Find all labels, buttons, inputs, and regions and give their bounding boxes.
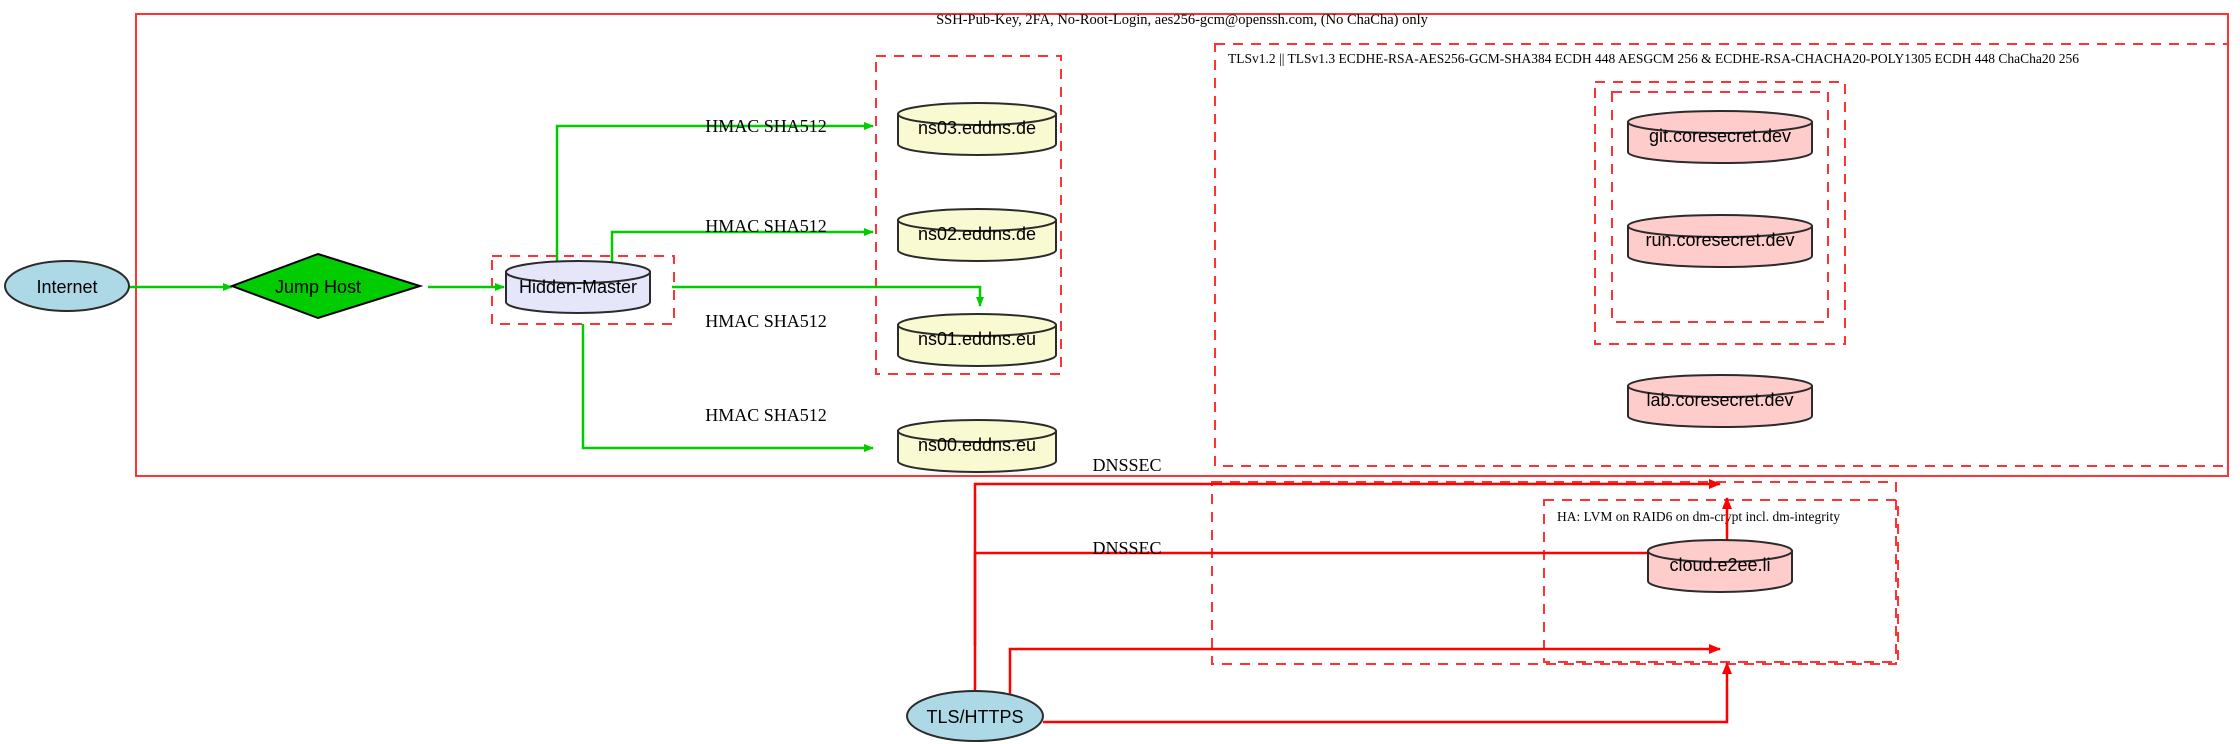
edge-label-hmac-ns03: HMAC SHA512: [705, 116, 827, 136]
edge-label-dnssec-upper: DNSSEC: [1092, 455, 1161, 475]
node-tls-https-label: TLS/HTTPS: [926, 707, 1023, 727]
edge-tls-to-services-upper: [973, 497, 1732, 692]
node-hidden-master[interactable]: Hidden-Master: [505, 260, 651, 314]
node-ns02-label: ns02.eddns.de: [918, 224, 1036, 244]
edge-master-to-ns02: [610, 228, 874, 262]
edge-label-dnssec-lower: DNSSEC: [1092, 538, 1161, 558]
edge-label-hmac-ns01: HMAC SHA512: [705, 311, 827, 331]
node-ns01-label: ns01.eddns.eu: [918, 329, 1036, 349]
coresecret-boundary-inner: [1611, 91, 1829, 323]
node-hidden-master-label: Hidden-Master: [519, 277, 637, 297]
edge-tls-to-services-lower: [1043, 662, 1732, 724]
node-tls-https[interactable]: TLS/HTTPS: [906, 690, 1044, 742]
node-lab-coresecret-label: lab.coresecret.dev: [1646, 390, 1793, 410]
node-jump-host[interactable]: Jump Host: [229, 252, 424, 320]
edge-master-to-ns03: [555, 122, 874, 262]
node-jump-host-label: Jump Host: [275, 277, 361, 297]
node-ns01[interactable]: ns01.eddns.eu: [897, 313, 1057, 367]
hidden-master-boundary: [491, 255, 675, 325]
node-cloud-e2ee[interactable]: cloud.e2ee.li: [1647, 539, 1793, 593]
node-run-coresecret-label: run.coresecret.dev: [1645, 230, 1794, 250]
coresecret-boundary-outer: [1594, 81, 1846, 345]
node-ns02[interactable]: ns02.eddns.de: [897, 208, 1057, 262]
tls-boundary-label: TLSv1.2 || TLSv1.3 ECDHE-RSA-AES256-GCM-…: [1228, 51, 2079, 66]
edge-dnssec-lower: [1008, 644, 1721, 722]
tls-boundary: [1214, 43, 2229, 467]
node-internet[interactable]: Internet: [4, 260, 130, 312]
outer-boundary-label: SSH-Pub-Key, 2FA, No-Root-Login, aes256-…: [936, 12, 1429, 28]
node-ns03[interactable]: ns03.eddns.de: [897, 102, 1057, 156]
node-ns00[interactable]: ns00.eddns.eu: [897, 419, 1057, 473]
edge-master-to-ns01: [672, 285, 984, 307]
outer-ssh-boundary: [135, 13, 2229, 477]
edge-master-to-ns00: [581, 324, 874, 452]
node-git-coresecret[interactable]: git.coresecret.dev: [1627, 110, 1813, 164]
node-git-coresecret-label: git.coresecret.dev: [1649, 126, 1791, 146]
dns-cluster-boundary: [875, 55, 1062, 375]
node-ns03-label: ns03.eddns.de: [918, 118, 1036, 138]
node-run-coresecret[interactable]: run.coresecret.dev: [1627, 214, 1813, 268]
edge-label-hmac-ns00: HMAC SHA512: [705, 405, 827, 425]
edge-label-hmac-ns02: HMAC SHA512: [705, 216, 827, 236]
node-lab-coresecret[interactable]: lab.coresecret.dev: [1627, 374, 1813, 428]
node-internet-label: Internet: [36, 277, 97, 297]
node-ns00-label: ns00.eddns.eu: [918, 435, 1036, 455]
ha-boundary: [1543, 499, 1899, 663]
dnssec-zone-boundary: [1211, 481, 1897, 665]
node-cloud-e2ee-label: cloud.e2ee.li: [1669, 555, 1770, 575]
ha-boundary-label: HA: LVM on RAID6 on dm-crypt incl. dm-in…: [1557, 509, 1840, 524]
